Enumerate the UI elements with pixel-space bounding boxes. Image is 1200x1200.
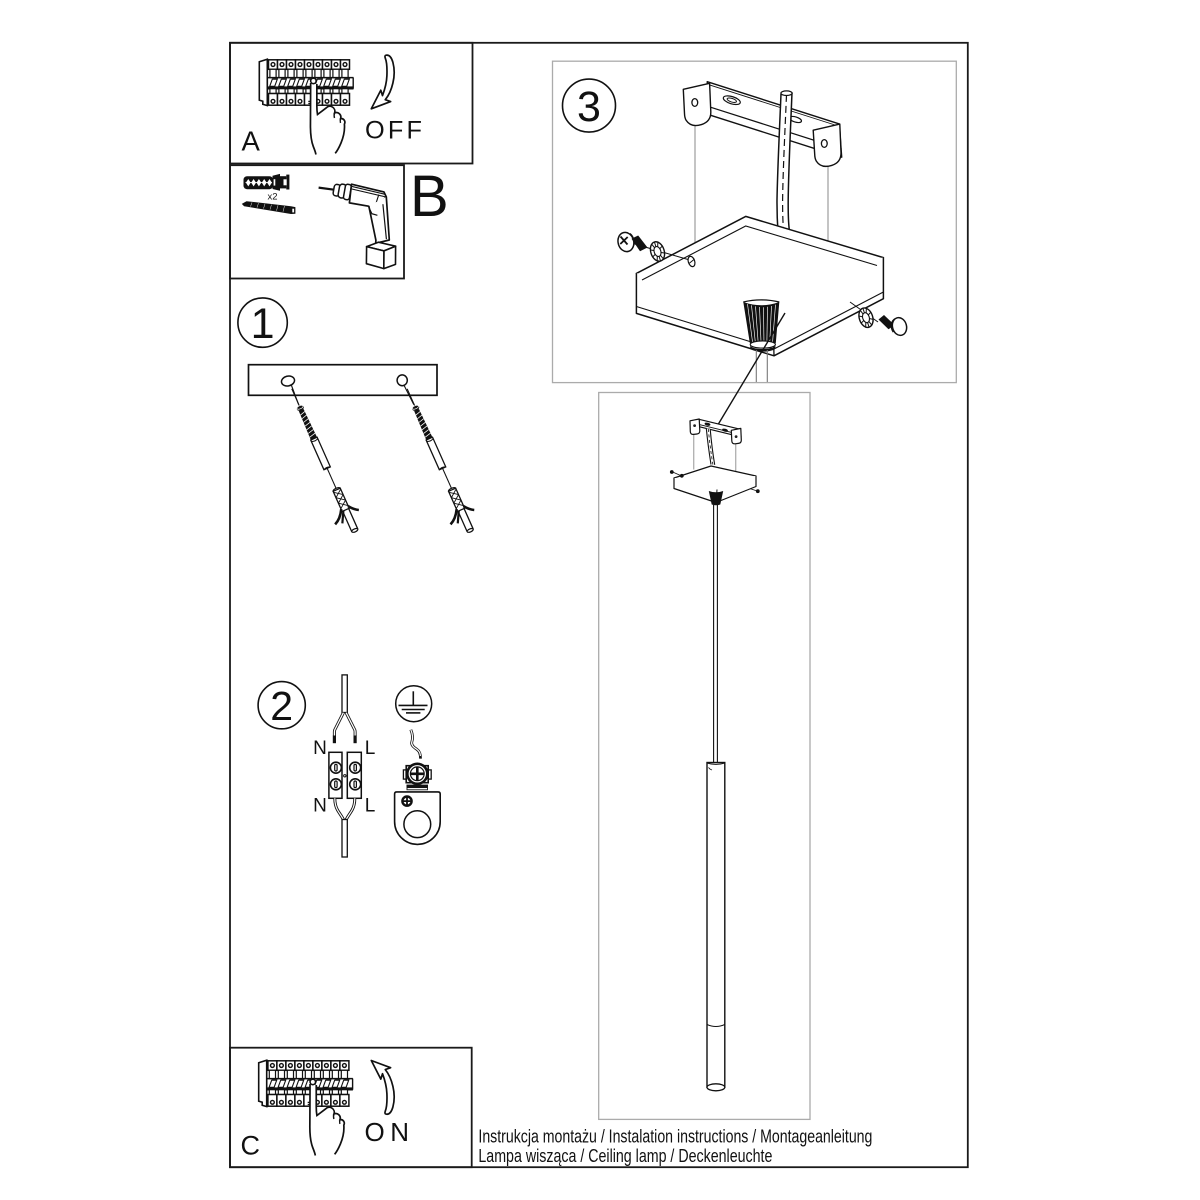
svg-text:A: A — [242, 125, 261, 156]
svg-text:N: N — [313, 796, 327, 817]
svg-text:B: B — [410, 164, 449, 229]
svg-text:x2: x2 — [268, 192, 278, 203]
svg-text:OFF: OFF — [365, 116, 425, 144]
svg-text:L: L — [365, 796, 376, 817]
svg-text:1: 1 — [251, 300, 275, 348]
svg-text:N: N — [313, 738, 327, 759]
svg-text:2: 2 — [270, 683, 293, 729]
svg-text:Instrukcja montażu / Instalati: Instrukcja montażu / Instalation instruc… — [478, 1127, 872, 1147]
svg-text:3: 3 — [577, 83, 601, 131]
svg-text:ON: ON — [365, 1117, 415, 1147]
svg-text:Lampa wisząca / Ceiling lamp /: Lampa wisząca / Ceiling lamp / Deckenleu… — [478, 1146, 772, 1166]
svg-text:C: C — [241, 1130, 261, 1160]
svg-text:L: L — [365, 738, 376, 759]
